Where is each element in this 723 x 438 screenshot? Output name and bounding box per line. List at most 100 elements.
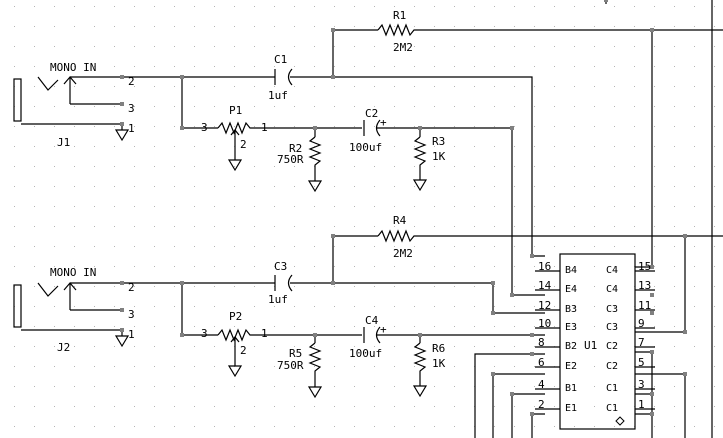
grid-dot	[474, 206, 475, 207]
grid-dot	[654, 246, 655, 247]
grid-dot	[254, 186, 255, 187]
grid-dot	[274, 166, 275, 167]
grid-dot	[494, 126, 495, 127]
potentiometer-p2-pin1: 1	[261, 327, 268, 340]
grid-dot	[74, 366, 75, 367]
grid-dot	[154, 326, 155, 327]
grid-dot	[534, 366, 535, 367]
grid-dot	[474, 86, 475, 87]
grid-dot	[154, 366, 155, 367]
grid-dot	[414, 346, 415, 347]
grid-dot	[714, 46, 715, 47]
grid-dot	[94, 166, 95, 167]
grid-dot	[154, 186, 155, 187]
capacitor-c1: C1 1uf	[268, 53, 293, 102]
grid-dot	[214, 186, 215, 187]
grid-dot	[634, 66, 635, 67]
ic-u1-body	[559, 253, 636, 430]
grid-dot	[354, 146, 355, 147]
grid-dot	[14, 386, 15, 387]
grid-dot	[594, 366, 595, 367]
grid-dot	[14, 66, 15, 67]
ic-u1-left-pin-name: E3	[565, 322, 577, 333]
grid-dot	[654, 106, 655, 107]
grid-dot	[714, 86, 715, 87]
grid-dot	[374, 126, 375, 127]
grid-dot	[554, 266, 555, 267]
ic-u1-right-pin-name: C4	[606, 284, 618, 295]
ic-u1-right-pin-number: 7	[638, 336, 645, 349]
resistor-r2-value: 750R	[277, 153, 304, 166]
grid-dot	[234, 386, 235, 387]
grid-dot	[414, 86, 415, 87]
jack-j1-symbol	[13, 76, 77, 125]
grid-dot	[414, 106, 415, 107]
grid-dot	[494, 306, 495, 307]
ic-u1-right-pin-number: 9	[638, 317, 645, 330]
grid-dot	[114, 126, 115, 127]
grid-dot	[654, 386, 655, 387]
grid-dot	[534, 26, 535, 27]
grid-dot	[234, 86, 235, 87]
grid-dot	[594, 266, 595, 267]
grid-dot	[374, 286, 375, 287]
grid-dot	[34, 46, 35, 47]
grid-dot	[674, 366, 675, 367]
grid-dot	[54, 26, 55, 27]
grid-dot	[694, 426, 695, 427]
grid-dot	[654, 426, 655, 427]
wire-r1-u1-15	[418, 29, 653, 268]
grid-dot	[74, 6, 75, 7]
grid-dot	[54, 426, 55, 427]
junction-node	[313, 333, 317, 337]
grid-dot	[114, 426, 115, 427]
grid-dot	[574, 346, 575, 347]
grid-dot	[614, 46, 615, 47]
grid-dot	[694, 406, 695, 407]
grid-dot	[374, 66, 375, 67]
grid-dot	[414, 266, 415, 267]
grid-dot	[554, 306, 555, 307]
resistor-r6-value: 1K	[432, 357, 446, 370]
grid-dot	[154, 386, 155, 387]
grid-dot	[514, 6, 515, 7]
grid-dot	[594, 86, 595, 87]
grid-dot	[394, 66, 395, 67]
grid-dot	[154, 206, 155, 207]
junction-node	[650, 28, 654, 32]
grid-dot	[194, 46, 195, 47]
grid-dot	[654, 146, 655, 147]
grid-dot	[254, 206, 255, 207]
ic-u1-left-pin-name: B2	[565, 341, 577, 352]
grid-dot	[234, 306, 235, 307]
grid-dot	[174, 166, 175, 167]
grid-dot	[254, 326, 255, 327]
grid-dot	[554, 86, 555, 87]
grid-dot	[334, 426, 335, 427]
grid-dot	[14, 426, 15, 427]
grid-dot	[314, 26, 315, 27]
grid-dot	[634, 126, 635, 127]
grid-dot	[54, 146, 55, 147]
grid-dot	[174, 146, 175, 147]
resistor-r4-ref: R4	[393, 214, 407, 227]
grid-dot	[174, 306, 175, 307]
grid-dot	[614, 146, 615, 147]
grid-dot	[314, 46, 315, 47]
grid-dot	[154, 86, 155, 87]
grid-dot	[414, 366, 415, 367]
grid-dot	[434, 346, 435, 347]
grid-dot	[54, 386, 55, 387]
grid-dot	[174, 286, 175, 287]
grid-dot	[634, 106, 635, 107]
ic-u1-left-pin-name: B1	[565, 383, 577, 394]
grid-dot	[154, 246, 155, 247]
grid-dot	[254, 26, 255, 27]
grid-dot	[514, 246, 515, 247]
grid-dot	[694, 326, 695, 327]
grid-dot	[334, 226, 335, 227]
grid-dot	[74, 286, 75, 287]
grid-dot	[194, 366, 195, 367]
grid-dot	[534, 326, 535, 327]
grid-dot	[514, 106, 515, 107]
